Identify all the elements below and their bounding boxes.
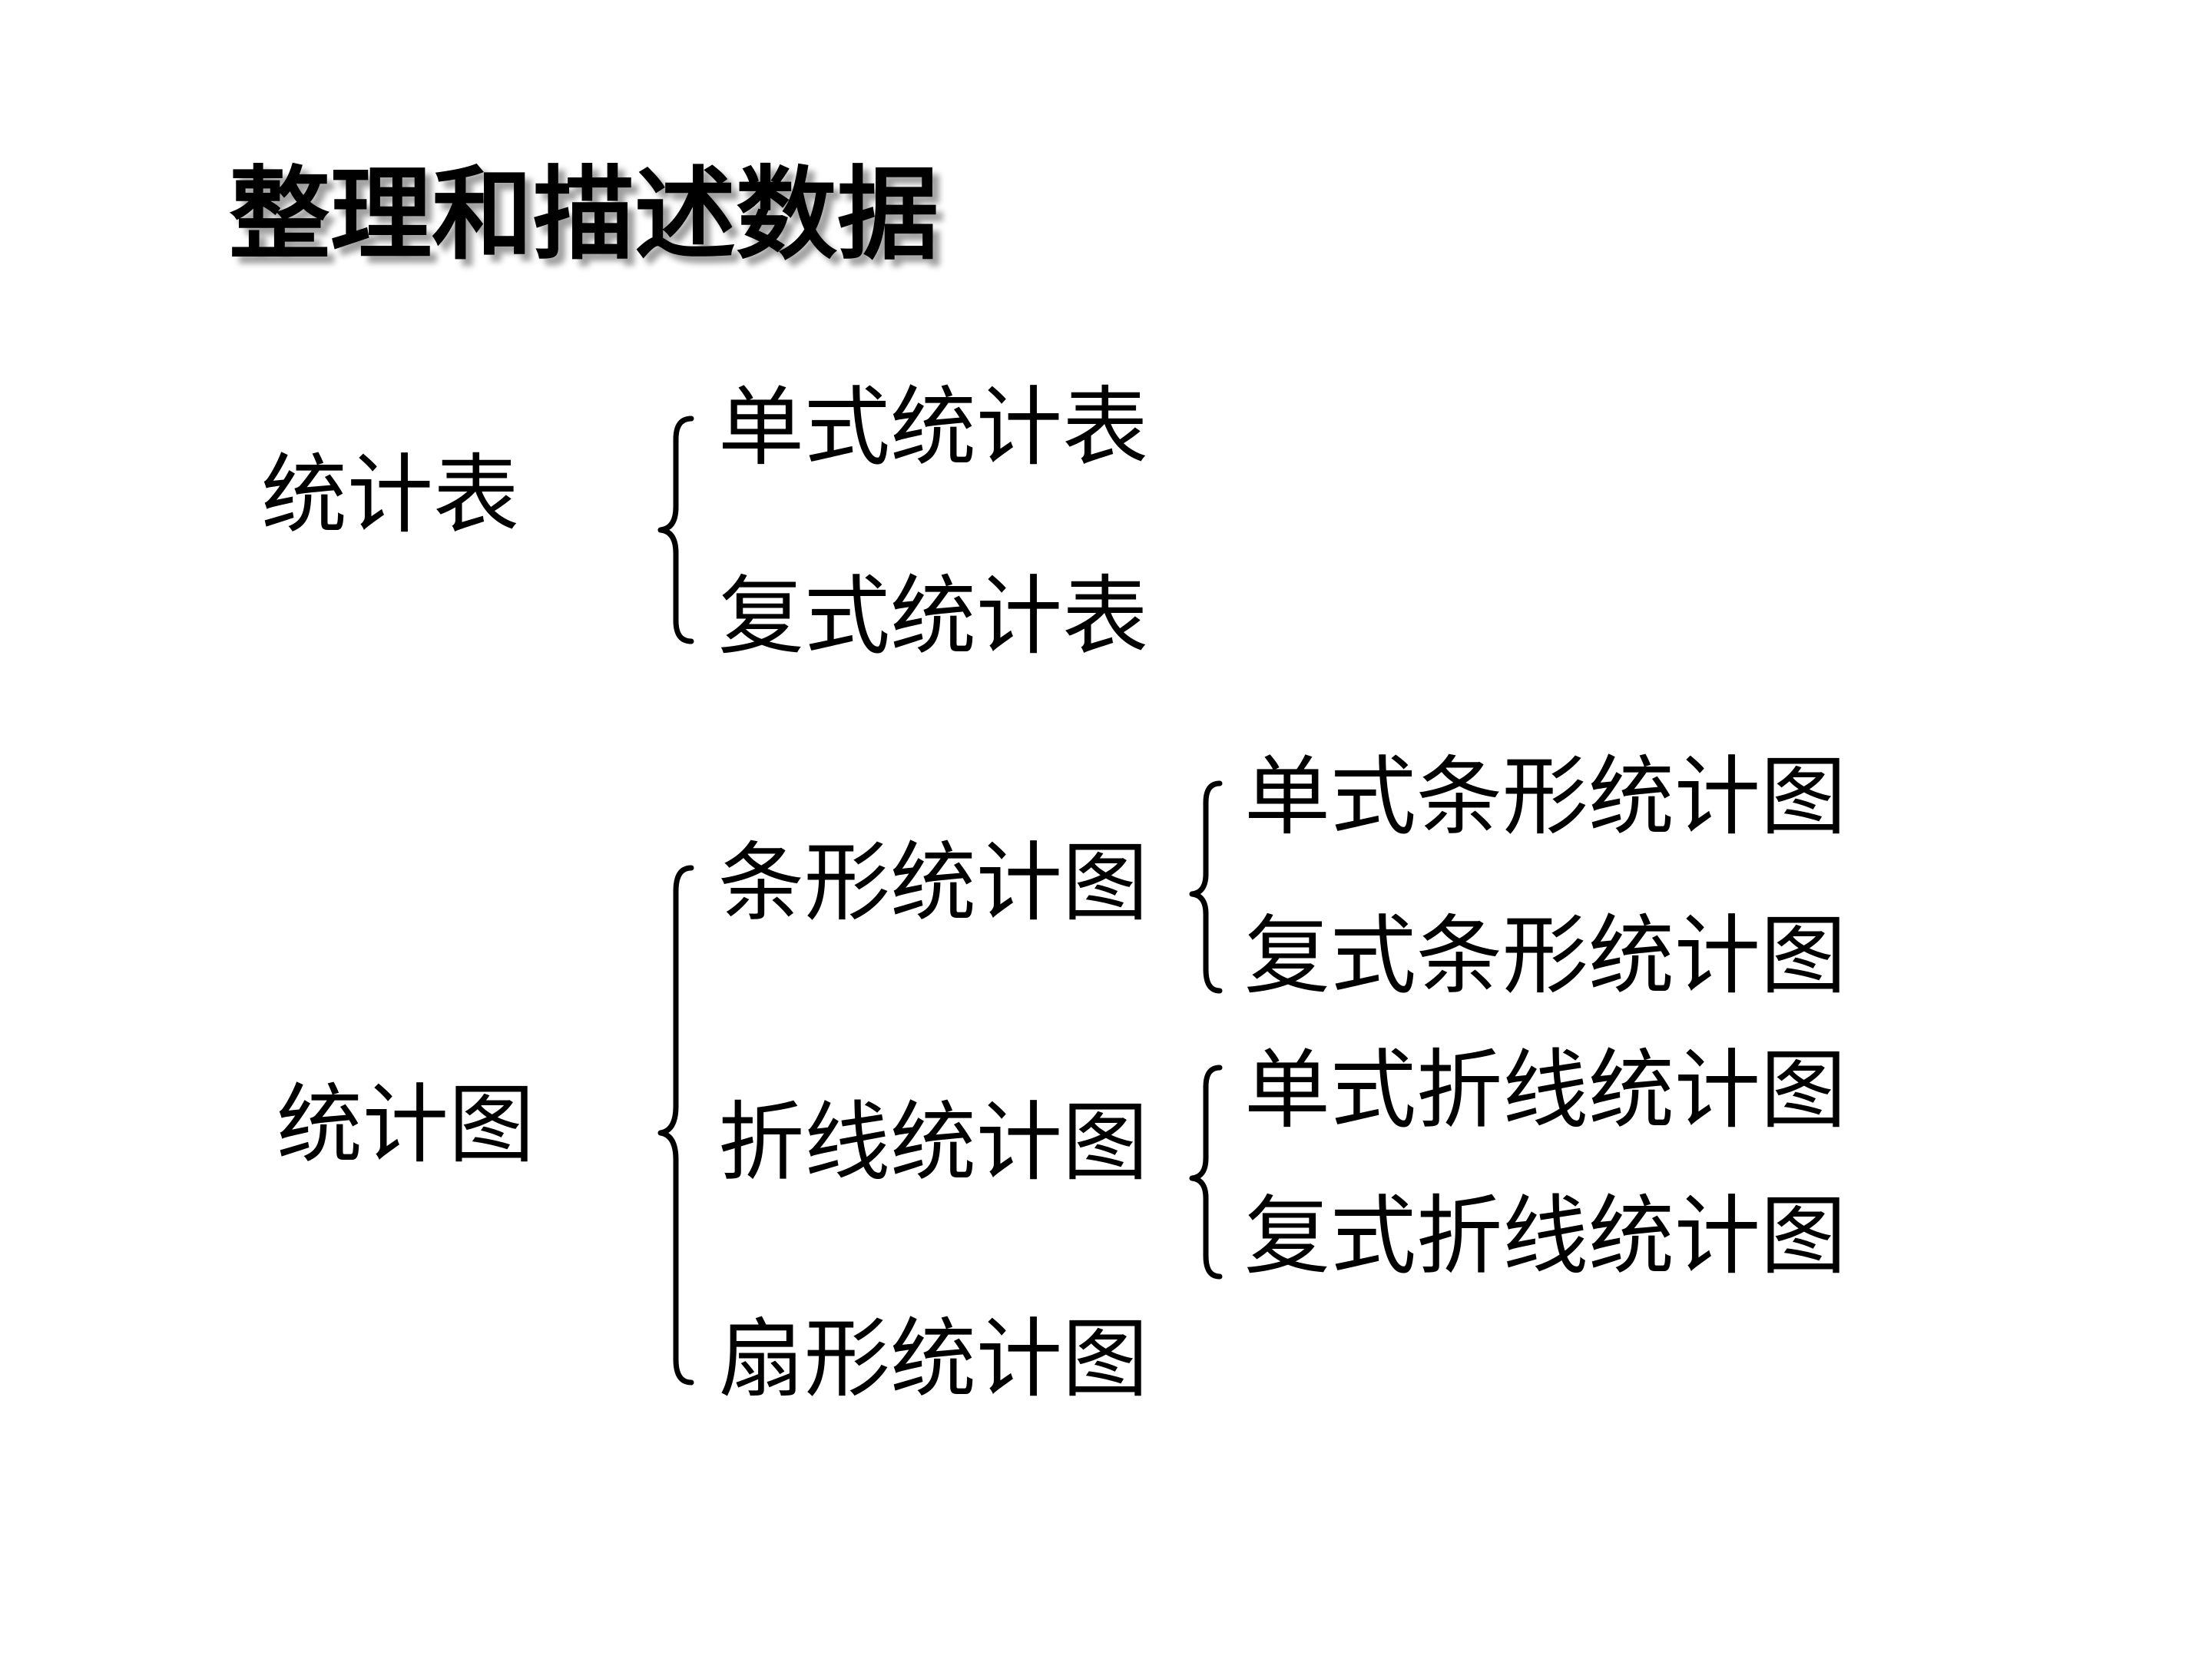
node-bar-chart: 条形统计图 bbox=[718, 833, 1148, 933]
node-statistics-chart: 统计图 bbox=[276, 1075, 535, 1175]
node-simple-bar-chart: 单式条形统计图 bbox=[1244, 747, 1846, 847]
brace-line bbox=[1189, 1065, 1223, 1280]
node-statistics-table: 统计表 bbox=[261, 445, 519, 545]
brace-bar bbox=[1189, 780, 1223, 994]
node-simple-line-chart: 单式折线统计图 bbox=[1244, 1041, 1846, 1141]
page-title: 整理和描述数据 bbox=[229, 156, 939, 274]
brace-table bbox=[657, 416, 694, 644]
node-line-chart: 折线统计图 bbox=[718, 1093, 1148, 1193]
node-pie-chart: 扇形统计图 bbox=[718, 1310, 1148, 1409]
node-simple-table: 单式统计表 bbox=[718, 378, 1148, 478]
brace-chart bbox=[657, 865, 694, 1386]
node-compound-bar-chart: 复式条形统计图 bbox=[1244, 906, 1846, 1006]
node-compound-line-chart: 复式折线统计图 bbox=[1244, 1187, 1846, 1286]
node-compound-table: 复式统计表 bbox=[718, 567, 1148, 667]
